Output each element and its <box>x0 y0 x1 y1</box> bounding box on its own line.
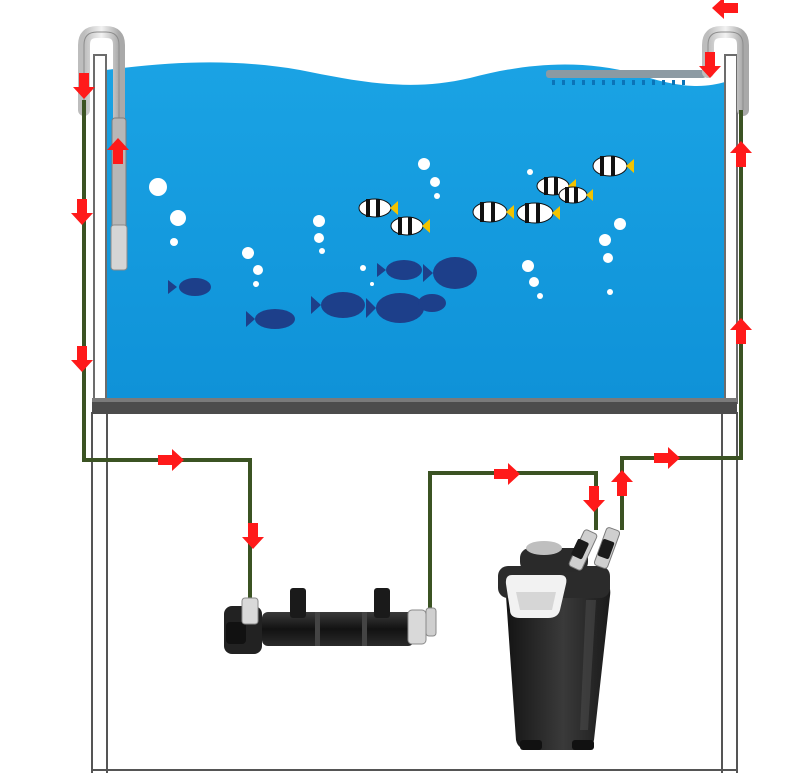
dark-fish-school <box>168 257 477 329</box>
bubbles <box>149 158 626 299</box>
arrow-right-icon <box>494 463 520 485</box>
uv-sterilizer <box>224 588 437 654</box>
arrow-right-icon <box>158 449 184 471</box>
uv-outlet-fitting <box>425 607 437 637</box>
arrow-up-icon <box>611 470 633 496</box>
arrow-down-icon <box>71 199 93 225</box>
intake-strainer <box>110 224 128 271</box>
right-glass-wall <box>724 54 738 404</box>
fish-icon <box>377 260 422 280</box>
arrow-right-icon <box>654 447 680 469</box>
spray-bar <box>546 70 706 85</box>
arrow-down-icon <box>73 73 95 99</box>
fish-icon <box>423 257 477 289</box>
striped-fish-icon <box>390 216 430 236</box>
striped-fish-school <box>358 155 634 236</box>
flow-arrows <box>71 0 752 549</box>
striped-fish-icon <box>592 155 634 177</box>
uv-clamp-left <box>290 588 306 618</box>
striped-fish-icon <box>516 202 560 224</box>
striped-fish-icon <box>358 198 398 218</box>
cabinet-stand <box>91 412 738 773</box>
outflow-pipe <box>702 26 749 116</box>
primer-button <box>526 541 562 555</box>
arrow-down-icon <box>699 52 721 78</box>
arrow-down-icon <box>71 346 93 372</box>
uv-clamp-right <box>374 588 390 618</box>
filter-foot-right <box>572 740 594 750</box>
fish-icon <box>418 294 446 312</box>
uv-inlet-fitting <box>241 597 259 625</box>
arrow-left-icon <box>712 0 738 19</box>
striped-fish-icon <box>472 201 514 223</box>
arrow-up-icon <box>730 141 752 167</box>
fish-icon <box>168 278 211 296</box>
fish-icon <box>246 309 295 329</box>
left-glass-wall <box>93 54 107 404</box>
canister-filter <box>498 527 621 750</box>
fish-icon <box>311 292 365 318</box>
arrow-up-icon <box>730 318 752 344</box>
arrow-down-icon <box>242 523 264 549</box>
filter-foot-left <box>520 740 542 750</box>
striped-fish-icon <box>558 186 593 204</box>
arrow-down-icon <box>583 486 605 512</box>
fish-icon <box>366 293 424 323</box>
arrow-up-icon <box>107 138 129 164</box>
